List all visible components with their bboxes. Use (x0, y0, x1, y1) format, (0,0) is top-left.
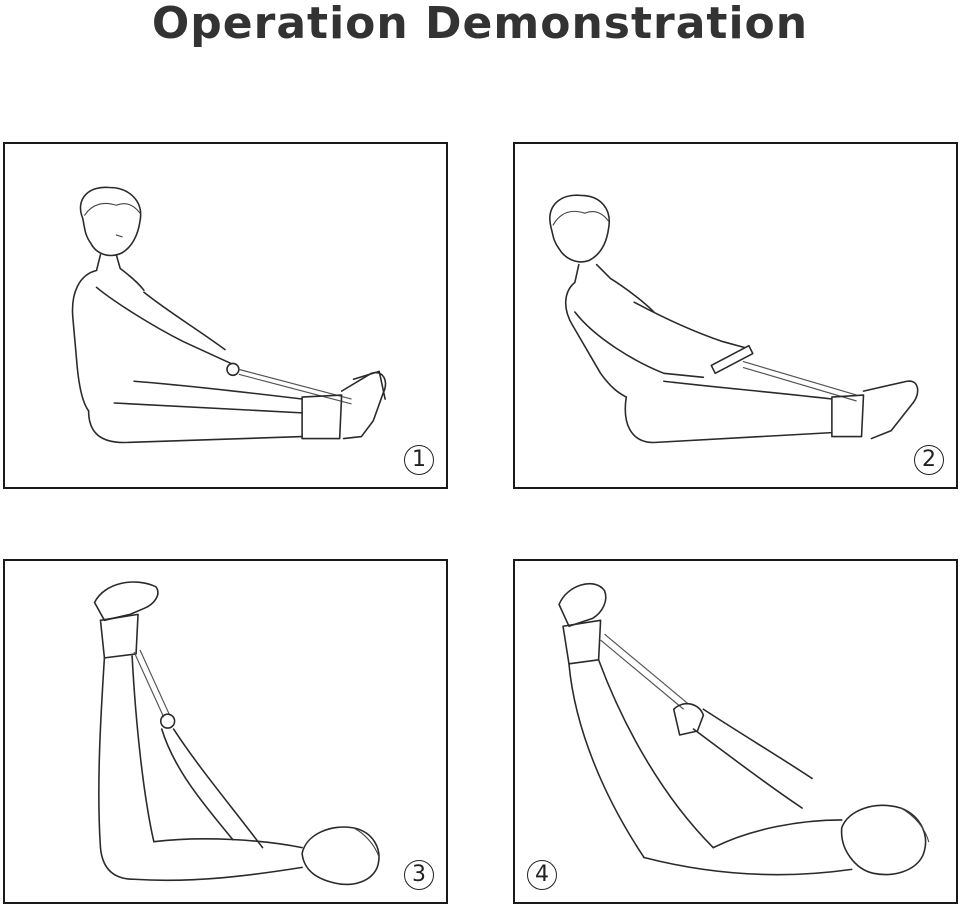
step-panel-4: 4 (513, 559, 958, 904)
page-title: Operation Demonstration (151, 0, 809, 49)
person-leaning-back-pulling-exerciser-icon (549, 194, 919, 444)
step-number-2: 2 (914, 445, 944, 475)
step-panel-1: 1 (3, 142, 448, 489)
person-sitting-pulling-exerciser-icon (71, 186, 387, 444)
step-number-4: 4 (527, 860, 557, 890)
person-lying-legs-raised-icon (93, 581, 380, 886)
step-panel-3: 3 (3, 559, 448, 904)
step-panel-2: 2 (513, 142, 958, 489)
step-number-3: 3 (404, 860, 434, 890)
step-number-1: 1 (404, 445, 434, 475)
person-lying-legs-raised-pulling-icon (558, 582, 930, 876)
